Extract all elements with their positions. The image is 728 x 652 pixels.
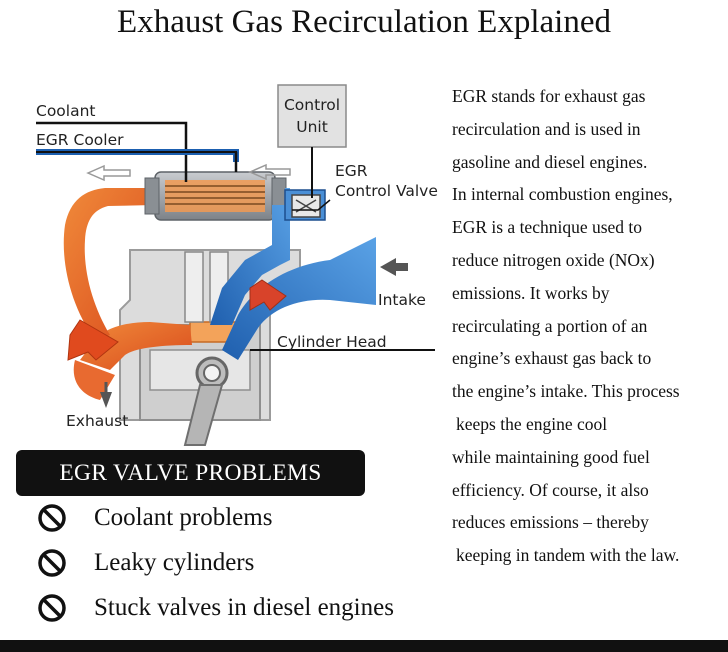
- description-line: while maintaining good fuel: [452, 446, 650, 467]
- bottom-border: [0, 640, 728, 652]
- problem-label: Stuck valves in diesel engines: [94, 594, 394, 621]
- label-control-valve: Control Valve: [335, 182, 438, 200]
- problem-item: Leaky cylinders: [36, 545, 254, 581]
- egr-diagram: Control Unit Coolant EGR Cooler EGR Cont…: [36, 84, 438, 446]
- label-cylinder-head: Cylinder Head: [277, 333, 387, 351]
- problem-label: Leaky cylinders: [94, 549, 255, 576]
- description-line: keeping in tandem with the law.: [456, 545, 680, 566]
- prohibited-icon: [38, 594, 66, 622]
- problem-item: Coolant problems: [36, 500, 272, 536]
- description-line: reduce nitrogen oxide (NOx): [452, 249, 655, 270]
- prohibited-icon: [38, 504, 66, 532]
- exhaust-flow: [63, 188, 192, 400]
- description-line: recirculation and is used in: [452, 118, 641, 139]
- problem-label: Coolant problems: [94, 504, 273, 531]
- problems-heading: EGR VALVE PROBLEMS: [16, 450, 365, 496]
- control-unit-label-2: Unit: [296, 118, 328, 136]
- description-line: efficiency. Of course, it also: [452, 479, 649, 500]
- label-egr-cooler: EGR Cooler: [36, 131, 124, 149]
- label-egr: EGR: [335, 162, 368, 180]
- description-line: emissions. It works by: [452, 282, 610, 303]
- egr-control-valve: [291, 194, 321, 218]
- description-line: recirculating a portion of an: [452, 315, 648, 336]
- description-line: reduces emissions – thereby: [452, 512, 649, 533]
- control-unit: Control Unit: [277, 84, 347, 198]
- description-line: EGR is a technique used to: [452, 217, 643, 238]
- page-title: Exhaust Gas Recirculation Explained: [117, 4, 611, 40]
- label-coolant: Coolant: [36, 102, 96, 120]
- problem-item: Stuck valves in diesel engines: [36, 590, 394, 626]
- prohibited-icon: [38, 549, 66, 577]
- egr-cooler: [144, 171, 287, 221]
- control-unit-label-1: Control: [284, 96, 340, 114]
- description-line: engine’s exhaust gas back to: [452, 348, 652, 369]
- description-line: gasoline and diesel engines.: [452, 151, 648, 172]
- description-line: In internal combustion engines,: [452, 184, 673, 205]
- description-line: keeps the engine cool: [456, 413, 608, 434]
- description-line: EGR stands for exhaust gas: [452, 86, 646, 106]
- description-text: EGR stands for exhaust gas recirculation…: [452, 80, 726, 572]
- label-exhaust: Exhaust: [66, 412, 128, 430]
- leader-lines: [36, 121, 435, 351]
- label-intake: Intake: [378, 291, 426, 309]
- flow-arrows: [86, 163, 408, 408]
- description-line: the engine’s intake. This process: [452, 381, 680, 402]
